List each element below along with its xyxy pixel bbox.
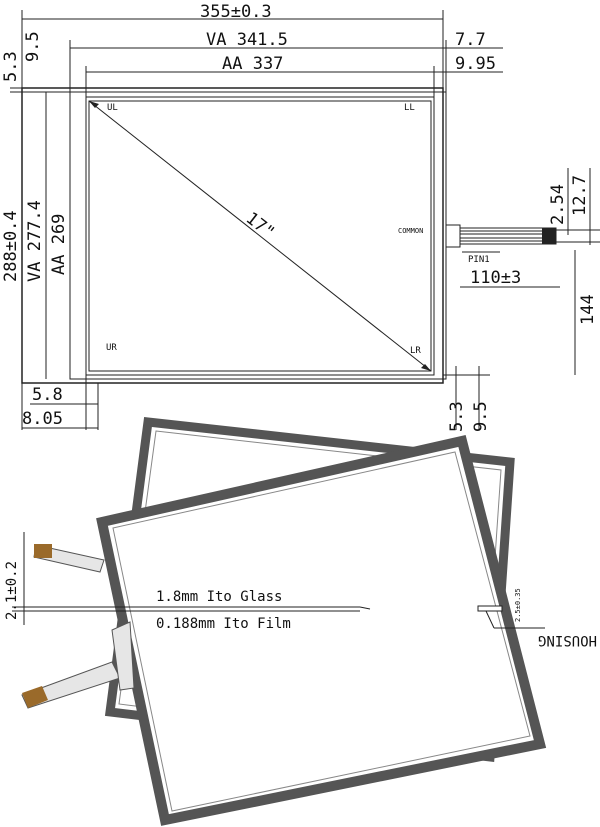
diagonal-arrow-end	[421, 364, 431, 371]
left-offset-top-1-label: 5.3	[1, 51, 21, 82]
va-width-label: VA 341.5	[206, 30, 288, 50]
left-offset-top-2-label: 9.5	[23, 31, 43, 62]
right-offset-1-label: 7.7	[455, 30, 486, 50]
diagonal-size-label: 17"	[242, 208, 279, 243]
panel-outline	[21, 87, 444, 384]
film-label: 0.188mm Ito Film	[156, 616, 291, 632]
aa-inner-outline	[88, 100, 432, 372]
front-view: UL LL UR LR 17" COMMON 355±0.3 VA 341.5 …	[1, 2, 600, 432]
perspective-view: 2.1±0.2 1.8mm Ito Glass 0.188mm Ito Film…	[4, 417, 597, 826]
bottom-right-2-label: 9.5	[471, 401, 491, 432]
common-label: COMMON	[398, 227, 423, 235]
tail-position-label: 144	[578, 294, 598, 325]
fpc-tail	[445, 224, 600, 248]
aa-outline	[85, 96, 435, 376]
tail-length-label: 110±3	[470, 268, 521, 288]
thickness-label: 2.1±0.2	[4, 561, 20, 620]
pin1-label: PIN1	[468, 255, 490, 265]
tail-width-label: 12.7	[570, 175, 590, 216]
corner-ll-label: LL	[404, 103, 415, 113]
aa-height-label: AA 269	[49, 214, 69, 275]
bottom-right-1-label: 5.3	[447, 401, 467, 432]
overall-width-label: 355±0.3	[200, 2, 272, 22]
glass-label: 1.8mm Ito Glass	[156, 589, 282, 605]
corner-ul-label: UL	[107, 103, 118, 113]
front-glass-panel	[96, 435, 547, 826]
right-offset-2-label: 9.95	[455, 54, 496, 74]
diagonal-arrow-start	[89, 101, 99, 108]
aa-width-label: AA 337	[222, 54, 283, 74]
housing-thickness-label: 2.5±0.35	[514, 588, 522, 622]
pitch-label: 2.54	[548, 184, 568, 225]
glass-edge-bevel	[359, 606, 371, 610]
bottom-offset-1-label: 5.8	[32, 385, 63, 405]
top-flex-cable	[33, 544, 105, 573]
overall-height-label: 288±0.4	[1, 210, 21, 282]
bottom-offset-2-label: 8.05	[22, 409, 63, 429]
va-height-label: VA 277.4	[25, 200, 45, 282]
corner-lr-label: LR	[410, 346, 421, 356]
bottom-flex-cable	[21, 621, 135, 709]
housing-leader	[485, 610, 495, 629]
diagonal-line	[88, 100, 432, 372]
housing-label: HOUSING	[538, 632, 597, 648]
corner-ur-label: UR	[106, 343, 117, 353]
housing-connector	[477, 605, 503, 612]
